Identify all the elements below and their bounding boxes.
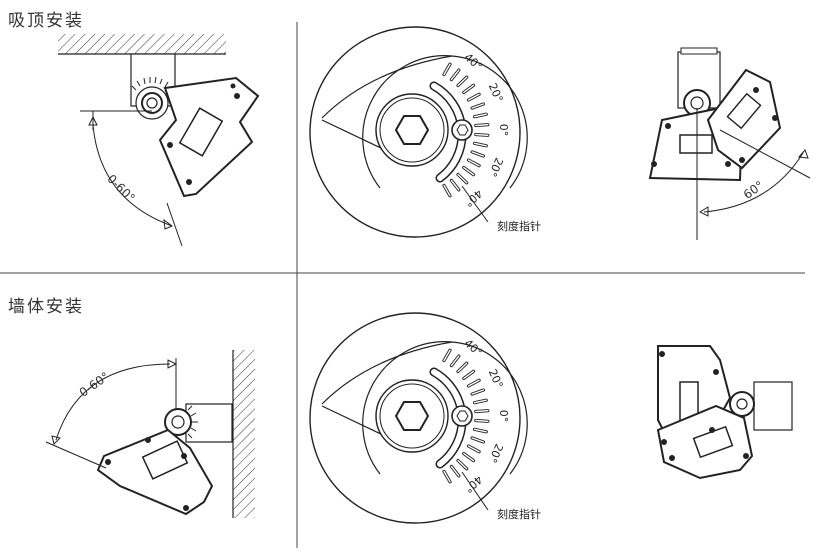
scale-tick-inner [450, 179, 460, 191]
scale-tick-inner [450, 69, 460, 81]
ceiling-angle-label: 0-60° [104, 172, 137, 205]
scale-tick-inner [475, 123, 489, 127]
wall-angle-label: 0-60° [77, 369, 112, 400]
scale-tick-inner [450, 355, 460, 367]
ceiling-dial-detail: 40°20°0°20°40° 刻度指针 [309, 26, 541, 238]
scale-tick-inner [457, 362, 468, 373]
wall-mount-diagram: 0-60° [45, 350, 255, 518]
wall-dial-detail: 40°20°0°20°40° 刻度指针 [309, 312, 541, 524]
scale-tick-inner [475, 410, 489, 413]
scale-tick-inner [467, 445, 480, 453]
scale-tick-inner [463, 84, 475, 94]
ceiling-mount-diagram: 0-60° [58, 34, 260, 247]
scale-tick-inner [471, 103, 485, 109]
ceiling-result-angle: 60° [741, 178, 766, 202]
ceiling-pointer-label: 刻度指针 [497, 219, 541, 233]
scale-tick-inner [443, 470, 451, 483]
scale-tick-inner [457, 173, 468, 184]
wall-mount-title: 墙体安装 [8, 297, 84, 317]
scale-tick-inner [443, 63, 451, 76]
scale-tick-inner [473, 113, 487, 118]
scale-tick-inner [467, 379, 480, 387]
scale-tick-inner [463, 370, 475, 380]
scale-tick-inner [475, 419, 489, 422]
wall-result-diagram [656, 345, 793, 480]
scale-label: 0° [497, 410, 510, 423]
wall-pointer-label: 刻度指针 [497, 507, 541, 521]
ceiling-mount-title: 吸顶安装 [8, 11, 84, 31]
scale-tick-inner [457, 459, 468, 470]
scale-tick-inner [463, 452, 475, 462]
scale-tick-inner [450, 465, 460, 477]
scale-tick-inner [443, 184, 451, 197]
scale-tick-inner [467, 93, 480, 101]
scale-tick-inner [471, 437, 485, 443]
scale-label: 0° [497, 124, 510, 137]
scale-tick-inner [473, 399, 487, 404]
scale-tick-inner [473, 428, 487, 433]
scale-tick-inner [475, 133, 489, 137]
scale-tick-inner [473, 142, 487, 147]
scale-tick-inner [463, 166, 475, 176]
scale-tick-inner [471, 389, 485, 395]
ceiling-result-diagram: 60° [648, 47, 811, 240]
scale-tick-inner [467, 159, 480, 167]
scale-tick-inner [443, 349, 451, 362]
scale-tick-inner [471, 151, 485, 157]
scale-tick-inner [457, 76, 468, 87]
